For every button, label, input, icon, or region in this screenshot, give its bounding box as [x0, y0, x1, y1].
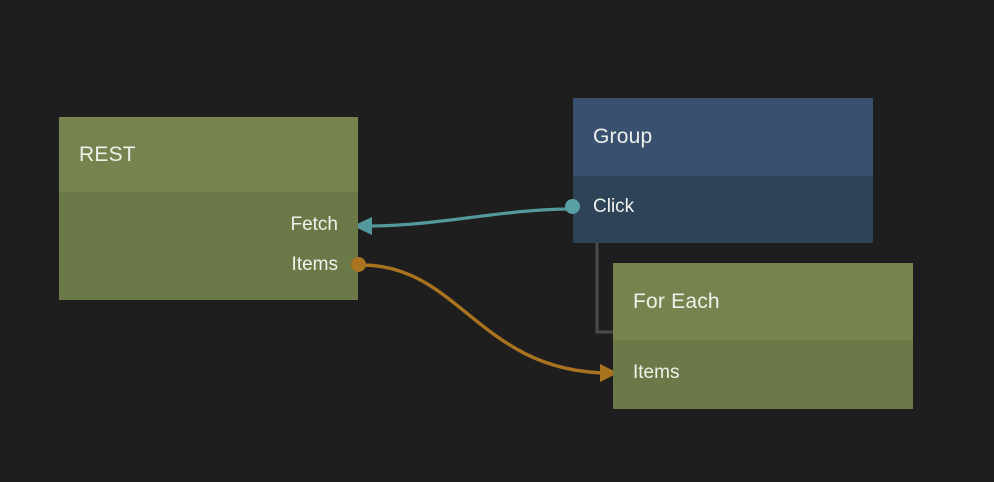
- node-rest-title: REST: [79, 142, 136, 166]
- port-foreach-items-label: Items: [633, 361, 680, 383]
- port-rest-fetch-label: Fetch: [290, 213, 338, 235]
- node-group-body: Click: [565, 176, 873, 243]
- node-rest-body: Fetch Items: [59, 192, 366, 300]
- node-group-header[interactable]: Group: [573, 98, 873, 176]
- node-group-title: Group: [593, 125, 653, 148]
- edge-click-to-fetch: [360, 207, 574, 228]
- edge-items-to-items: [360, 263, 612, 375]
- port-foreach-items[interactable]: Items: [613, 360, 913, 384]
- node-foreach-header[interactable]: For Each: [613, 263, 913, 340]
- node-foreach-body: Items: [613, 340, 913, 409]
- port-rest-items-label: Items: [291, 253, 338, 275]
- node-foreach[interactable]: For Each Items: [613, 263, 913, 409]
- node-rest-header[interactable]: REST: [59, 117, 358, 192]
- port-rest-fetch[interactable]: Fetch: [59, 212, 358, 236]
- port-group-click-label: Click: [593, 195, 635, 217]
- node-rest[interactable]: REST Fetch Items: [59, 117, 366, 300]
- port-dot-group-click[interactable]: [565, 199, 580, 214]
- node-foreach-title: For Each: [633, 289, 720, 313]
- port-group-click[interactable]: Click: [573, 194, 873, 218]
- port-dot-rest-items[interactable]: [351, 257, 366, 272]
- node-group[interactable]: Group Click: [565, 98, 873, 243]
- port-rest-items[interactable]: Items: [59, 252, 358, 276]
